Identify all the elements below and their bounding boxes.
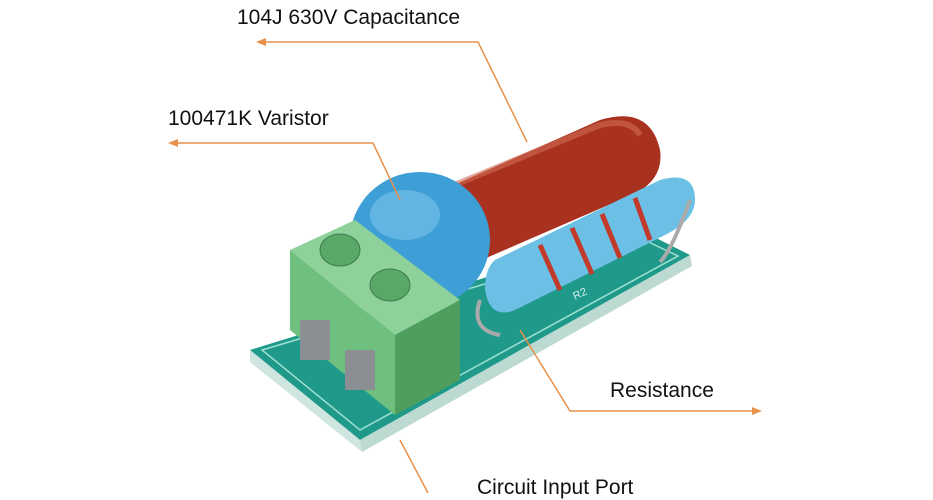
arrow-icon <box>752 407 762 415</box>
terminal-block <box>290 220 460 415</box>
resistor: R2 <box>475 177 695 337</box>
arrow-icon <box>168 139 178 147</box>
resistance-label: Resistance <box>610 379 714 402</box>
input-port-label: Circuit Input Port <box>477 476 634 499</box>
silkscreen-label: R2 <box>571 286 589 303</box>
varistor-label: 100471K Varistor <box>168 107 329 130</box>
leader-lines <box>174 41 756 493</box>
arrow-icon <box>256 38 266 46</box>
capacitance-label: 104J 630V Capacitance <box>237 6 460 29</box>
